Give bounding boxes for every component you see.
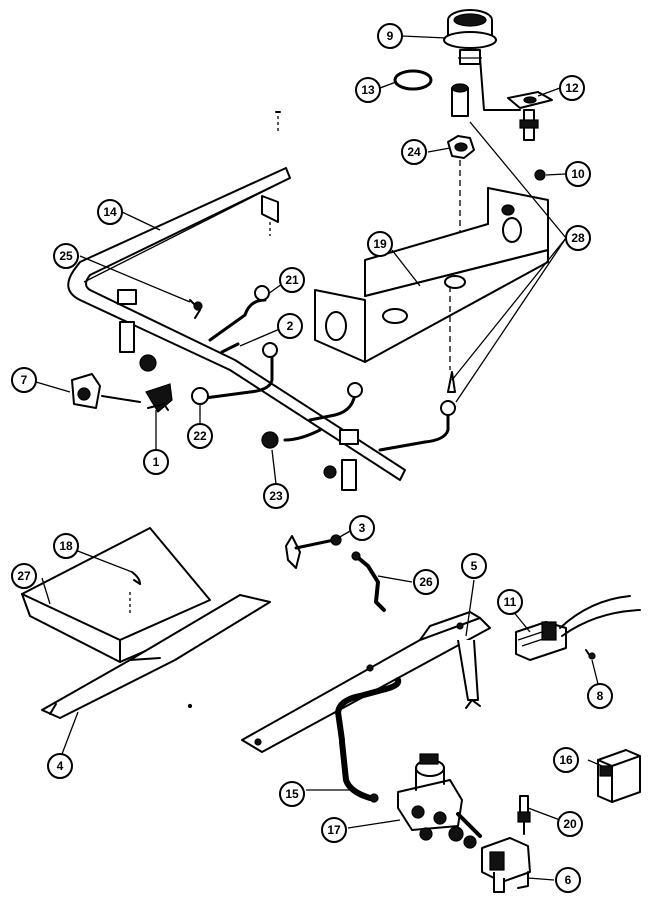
callout-label: 26 bbox=[419, 575, 433, 589]
callout-label: 12 bbox=[565, 81, 579, 95]
callout-label: 21 bbox=[285, 273, 299, 287]
callout-label: 19 bbox=[373, 237, 387, 251]
pilot-screw bbox=[220, 342, 240, 354]
burner-valve bbox=[71, 373, 173, 413]
callout-label: 18 bbox=[59, 539, 73, 553]
callout-label: 22 bbox=[193, 429, 207, 443]
callout-label: 1 bbox=[153, 455, 160, 469]
callout-label: 2 bbox=[287, 319, 294, 333]
callout-22: 22 bbox=[187, 423, 213, 449]
callout-label: 8 bbox=[597, 689, 604, 703]
callout-label: 7 bbox=[21, 373, 28, 387]
callout-label: 14 bbox=[103, 205, 117, 219]
callout-14: 14 bbox=[97, 199, 123, 225]
callout-label: 6 bbox=[565, 873, 572, 887]
pressure-regulator bbox=[443, 9, 521, 111]
callout-21: 21 bbox=[279, 267, 305, 293]
callout-label: 25 bbox=[59, 249, 73, 263]
o-ring bbox=[393, 69, 433, 91]
callout-5: 5 bbox=[461, 553, 487, 579]
callout-23: 23 bbox=[263, 483, 289, 509]
callout-label: 10 bbox=[571, 167, 585, 181]
callout-label: 9 bbox=[387, 29, 394, 43]
nipple bbox=[451, 83, 469, 117]
callout-label: 3 bbox=[359, 521, 366, 535]
callout-27: 27 bbox=[11, 563, 37, 589]
callout-label: 13 bbox=[361, 83, 375, 97]
igniter-block bbox=[597, 749, 641, 803]
callout-7: 7 bbox=[11, 367, 37, 393]
shutoff-valve bbox=[481, 837, 531, 893]
callout-18: 18 bbox=[53, 533, 79, 559]
callout-12: 12 bbox=[559, 75, 585, 101]
callout-1: 1 bbox=[143, 449, 169, 475]
fitting bbox=[351, 551, 386, 612]
callout-11: 11 bbox=[497, 589, 523, 615]
callout-13: 13 bbox=[355, 77, 381, 103]
shutoff-bracket bbox=[507, 91, 553, 141]
callout-label: 28 bbox=[571, 231, 585, 245]
callout-19: 19 bbox=[367, 231, 393, 257]
callout-17: 17 bbox=[321, 817, 347, 843]
callout-25: 25 bbox=[53, 243, 79, 269]
gas-valve bbox=[397, 753, 482, 849]
callout-9: 9 bbox=[377, 23, 403, 49]
hex-nut bbox=[447, 135, 475, 240]
callout-label: 11 bbox=[504, 595, 517, 609]
manifold-pipe bbox=[67, 111, 406, 491]
manifold-bracket bbox=[241, 611, 491, 753]
callout-label: 17 bbox=[327, 823, 341, 837]
callout-24: 24 bbox=[401, 139, 427, 165]
callout-20: 20 bbox=[557, 811, 583, 837]
callout-4: 4 bbox=[47, 753, 73, 779]
screw bbox=[534, 169, 546, 181]
shield-bracket bbox=[41, 594, 271, 719]
callout-label: 5 bbox=[471, 559, 478, 573]
callout-label: 4 bbox=[57, 759, 64, 773]
pilot-orifice bbox=[517, 795, 531, 835]
regulator-bracket bbox=[314, 187, 549, 370]
callout-label: 16 bbox=[559, 753, 573, 767]
callout-label: 20 bbox=[563, 817, 577, 831]
mounting-screw bbox=[189, 299, 203, 319]
leader-lines bbox=[35, 35, 603, 881]
callout-8: 8 bbox=[587, 683, 613, 709]
callout-3: 3 bbox=[349, 515, 375, 541]
callout-label: 15 bbox=[285, 787, 299, 801]
spark-module bbox=[515, 595, 641, 661]
burner-tubes bbox=[139, 285, 456, 452]
callout-6: 6 bbox=[555, 867, 581, 893]
callout-2: 2 bbox=[277, 313, 303, 339]
pilot-holder bbox=[285, 534, 342, 569]
callout-16: 16 bbox=[553, 747, 579, 773]
callout-28: 28 bbox=[565, 225, 591, 251]
supply-tube bbox=[335, 677, 402, 803]
callout-label: 24 bbox=[407, 145, 421, 159]
callout-26: 26 bbox=[413, 569, 439, 595]
callout-label: 23 bbox=[269, 489, 283, 503]
callout-15: 15 bbox=[279, 781, 305, 807]
callout-10: 10 bbox=[565, 161, 591, 187]
callout-label: 27 bbox=[17, 569, 31, 583]
